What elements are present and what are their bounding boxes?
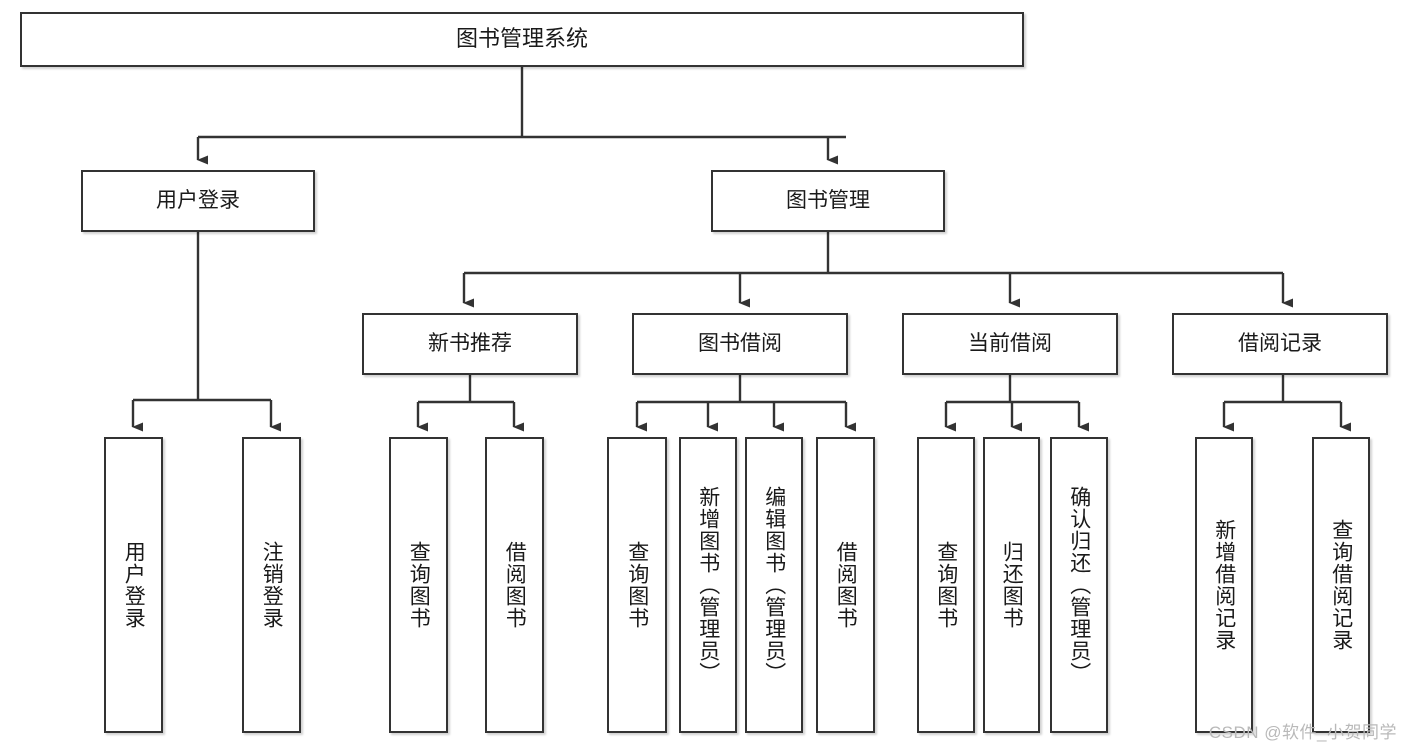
node-leaf-query-book-1[interactable]: 查询图书 [389,437,448,733]
node-label: 查询借阅记录 [1329,519,1353,651]
node-leaf-logout[interactable]: 注销登录 [242,437,301,733]
node-label: 查询图书 [934,541,958,629]
node-label: 图书管理 [786,189,870,213]
node-leaf-user-login[interactable]: 用户登录 [104,437,163,733]
node-leaf-confirm-return[interactable]: 确认归还（管理员） [1050,437,1108,733]
node-label: 注销登录 [260,541,284,629]
node-label: 归还图书 [1000,541,1024,629]
node-new-book-recommend[interactable]: 新书推荐 [362,313,578,375]
node-label: 借阅记录 [1238,332,1322,356]
node-label: 新书推荐 [428,332,512,356]
node-label: 查询图书 [407,541,431,629]
node-label: 借阅图书 [503,541,527,629]
node-current-borrow[interactable]: 当前借阅 [902,313,1118,375]
node-leaf-query-book-2[interactable]: 查询图书 [607,437,667,733]
node-leaf-borrow-book-1[interactable]: 借阅图书 [485,437,544,733]
node-leaf-query-book-3[interactable]: 查询图书 [917,437,975,733]
node-leaf-query-record[interactable]: 查询借阅记录 [1312,437,1370,733]
node-user-login[interactable]: 用户登录 [81,170,315,232]
node-leaf-add-record[interactable]: 新增借阅记录 [1195,437,1253,733]
node-label: 查询图书 [625,541,649,629]
node-label: 图书管理系统 [455,26,588,52]
node-leaf-borrow-book-2[interactable]: 借阅图书 [816,437,875,733]
node-leaf-edit-book[interactable]: 编辑图书（管理员） [745,437,803,733]
node-book-borrow[interactable]: 图书借阅 [632,313,848,375]
node-label: 借阅图书 [834,541,858,629]
node-leaf-return-book[interactable]: 归还图书 [983,437,1040,733]
node-borrow-record[interactable]: 借阅记录 [1172,313,1388,375]
watermark-text: CSDN @软件_小贺同学 [1208,723,1397,742]
node-label: 用户登录 [156,189,240,213]
node-label: 新增图书（管理员） [696,486,720,684]
node-book-manage[interactable]: 图书管理 [711,170,945,232]
node-label: 新增借阅记录 [1212,519,1236,651]
node-leaf-add-book[interactable]: 新增图书（管理员） [679,437,737,733]
node-label: 编辑图书（管理员） [762,486,786,684]
node-label: 确认归还（管理员） [1067,486,1091,684]
node-label: 图书借阅 [698,332,782,356]
node-root-system[interactable]: 图书管理系统 [20,12,1024,67]
node-label: 当前借阅 [968,332,1052,356]
node-label: 用户登录 [122,541,146,629]
